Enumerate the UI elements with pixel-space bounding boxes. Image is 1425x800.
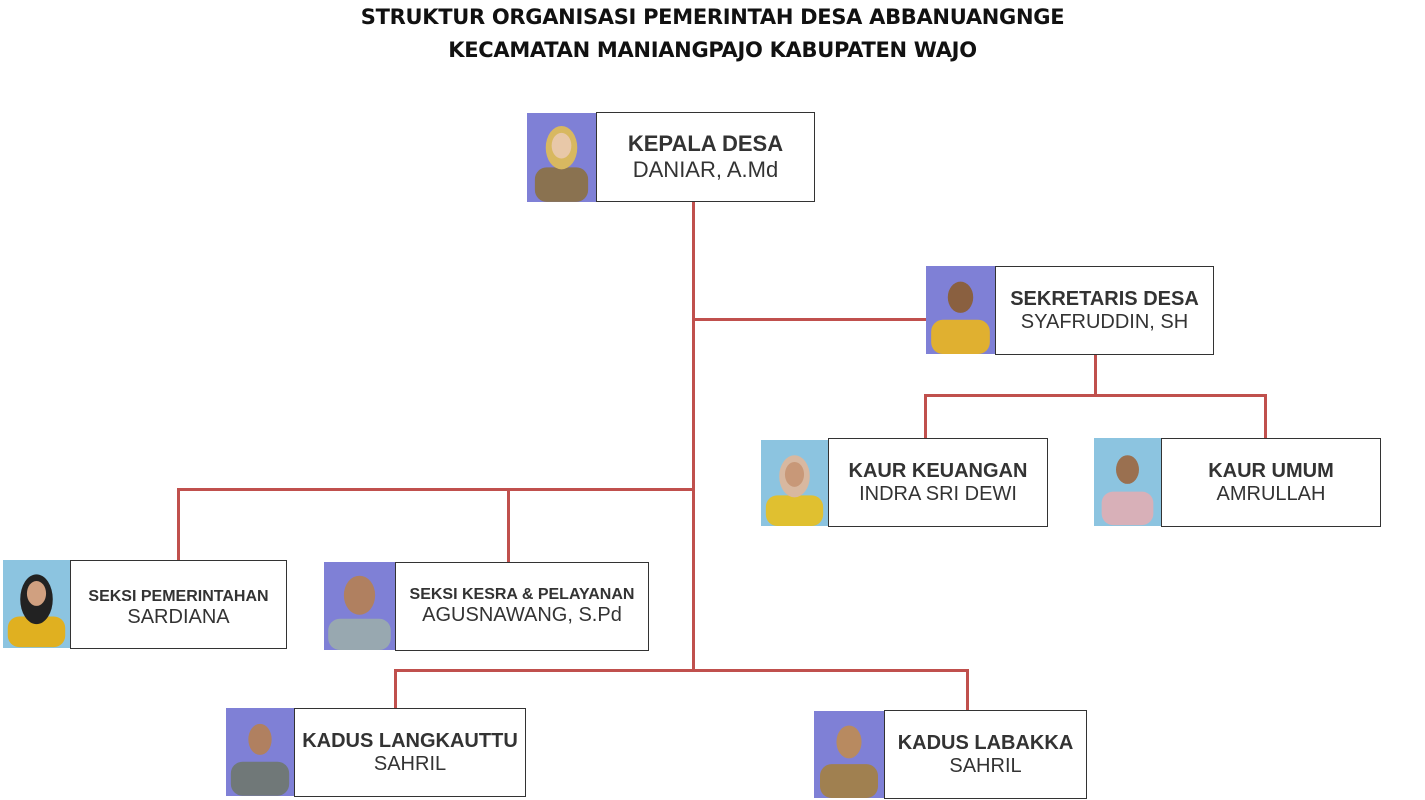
connector (394, 669, 397, 708)
chart-title-line1: STRUKTUR ORGANISASI PEMERINTAH DESA ABBA… (360, 5, 1065, 29)
node-kadus-labakka: KADUS LABAKKA SAHRIL (884, 710, 1087, 799)
chart-title-line2: KECAMATAN MANIANGPAJO KABUPATEN WAJO (448, 38, 977, 62)
person-name: DANIAR, A.Md (632, 157, 779, 182)
photo-kaur-keuangan (761, 440, 828, 526)
connector (1264, 394, 1267, 438)
node-seksi-pemerintahan: SEKSI PEMERINTAHAN SARDIANA (70, 560, 287, 649)
role-label: SEKSI PEMERINTAHAN (88, 588, 269, 605)
person-name: AMRULLAH (1216, 482, 1326, 505)
photo-kadus-langkauttu (226, 708, 294, 796)
connector (966, 669, 969, 710)
connector (1094, 354, 1097, 396)
photo-seksi-pemerintahan (3, 560, 70, 648)
connector (692, 201, 695, 672)
node-kadus-langkauttu: KADUS LANGKAUTTU SAHRIL (294, 708, 526, 797)
node-kaur-keuangan: KAUR KEUANGAN INDRA SRI DEWI (828, 438, 1048, 527)
person-name: SAHRIL (949, 754, 1022, 777)
person-name: SARDIANA (127, 606, 230, 628)
photo-sekretaris-desa (926, 266, 995, 354)
role-label: KAUR KEUANGAN (848, 459, 1028, 482)
photo-kepala-desa (527, 113, 596, 202)
person-name: SYAFRUDDIN, SH (1020, 310, 1189, 333)
connector (924, 394, 927, 438)
node-kepala-desa: KEPALA DESA DANIAR, A.Md (596, 112, 815, 202)
person-name: AGUSNAWANG, S.Pd (422, 604, 622, 626)
photo-seksi-kesra (324, 562, 395, 650)
connector (177, 488, 180, 560)
node-seksi-kesra-pelayanan: SEKSI KESRA & PELAYANAN AGUSNAWANG, S.Pd (395, 562, 649, 651)
role-label: KAUR UMUM (1208, 459, 1334, 482)
connector (394, 669, 969, 672)
role-label: SEKRETARIS DESA (1010, 287, 1199, 310)
photo-kadus-labakka (814, 711, 884, 798)
connector (507, 488, 510, 562)
role-label: SEKSI KESRA & PELAYANAN (409, 586, 635, 603)
connector (924, 394, 1267, 397)
person-name: INDRA SRI DEWI (859, 482, 1017, 505)
person-name: SAHRIL (373, 752, 447, 775)
role-label: KEPALA DESA (627, 131, 784, 156)
node-kaur-umum: KAUR UMUM AMRULLAH (1161, 438, 1381, 527)
photo-kaur-umum (1094, 438, 1161, 526)
role-label: KADUS LANGKAUTTU (302, 729, 518, 752)
connector (692, 318, 926, 321)
connector (177, 488, 695, 491)
node-sekretaris-desa: SEKRETARIS DESA SYAFRUDDIN, SH (995, 266, 1214, 355)
role-label: KADUS LABAKKA (897, 731, 1074, 754)
